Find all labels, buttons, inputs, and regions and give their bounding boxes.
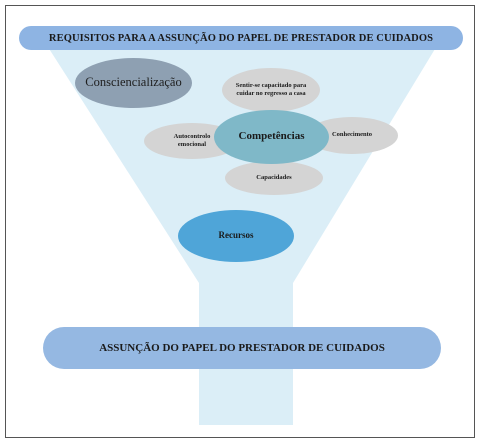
footer-banner: ASSUNÇÃO DO PAPEL DO PRESTADOR DE CUIDAD…: [43, 327, 441, 369]
node-autocontrolo-label: Autocontrolo emocional: [173, 132, 211, 148]
node-capacidades: Capacidades: [225, 161, 323, 195]
node-conhecimento-label: Conhecimento: [331, 131, 373, 139]
node-competencias-label: Competências: [238, 130, 305, 143]
footer-title: ASSUNÇÃO DO PAPEL DO PRESTADOR DE CUIDAD…: [99, 342, 385, 354]
node-sentir-capacitado-label: Sentir-se capacitado para cuidar no regr…: [235, 81, 307, 97]
node-consciencializacao: Consciencialização: [75, 58, 192, 108]
node-competencias: Competências: [214, 110, 329, 164]
header-banner: REQUISITOS PARA A ASSUNÇÃO DO PAPEL DE P…: [19, 26, 463, 50]
header-title: REQUISITOS PARA A ASSUNÇÃO DO PAPEL DE P…: [48, 32, 434, 44]
node-sentir-capacitado: Sentir-se capacitado para cuidar no regr…: [222, 68, 320, 112]
node-recursos-label: Recursos: [218, 230, 254, 241]
node-capacidades-label: Capacidades: [256, 173, 292, 181]
node-recursos: Recursos: [178, 210, 294, 262]
node-consciencializacao-label: Consciencialização: [85, 75, 182, 90]
